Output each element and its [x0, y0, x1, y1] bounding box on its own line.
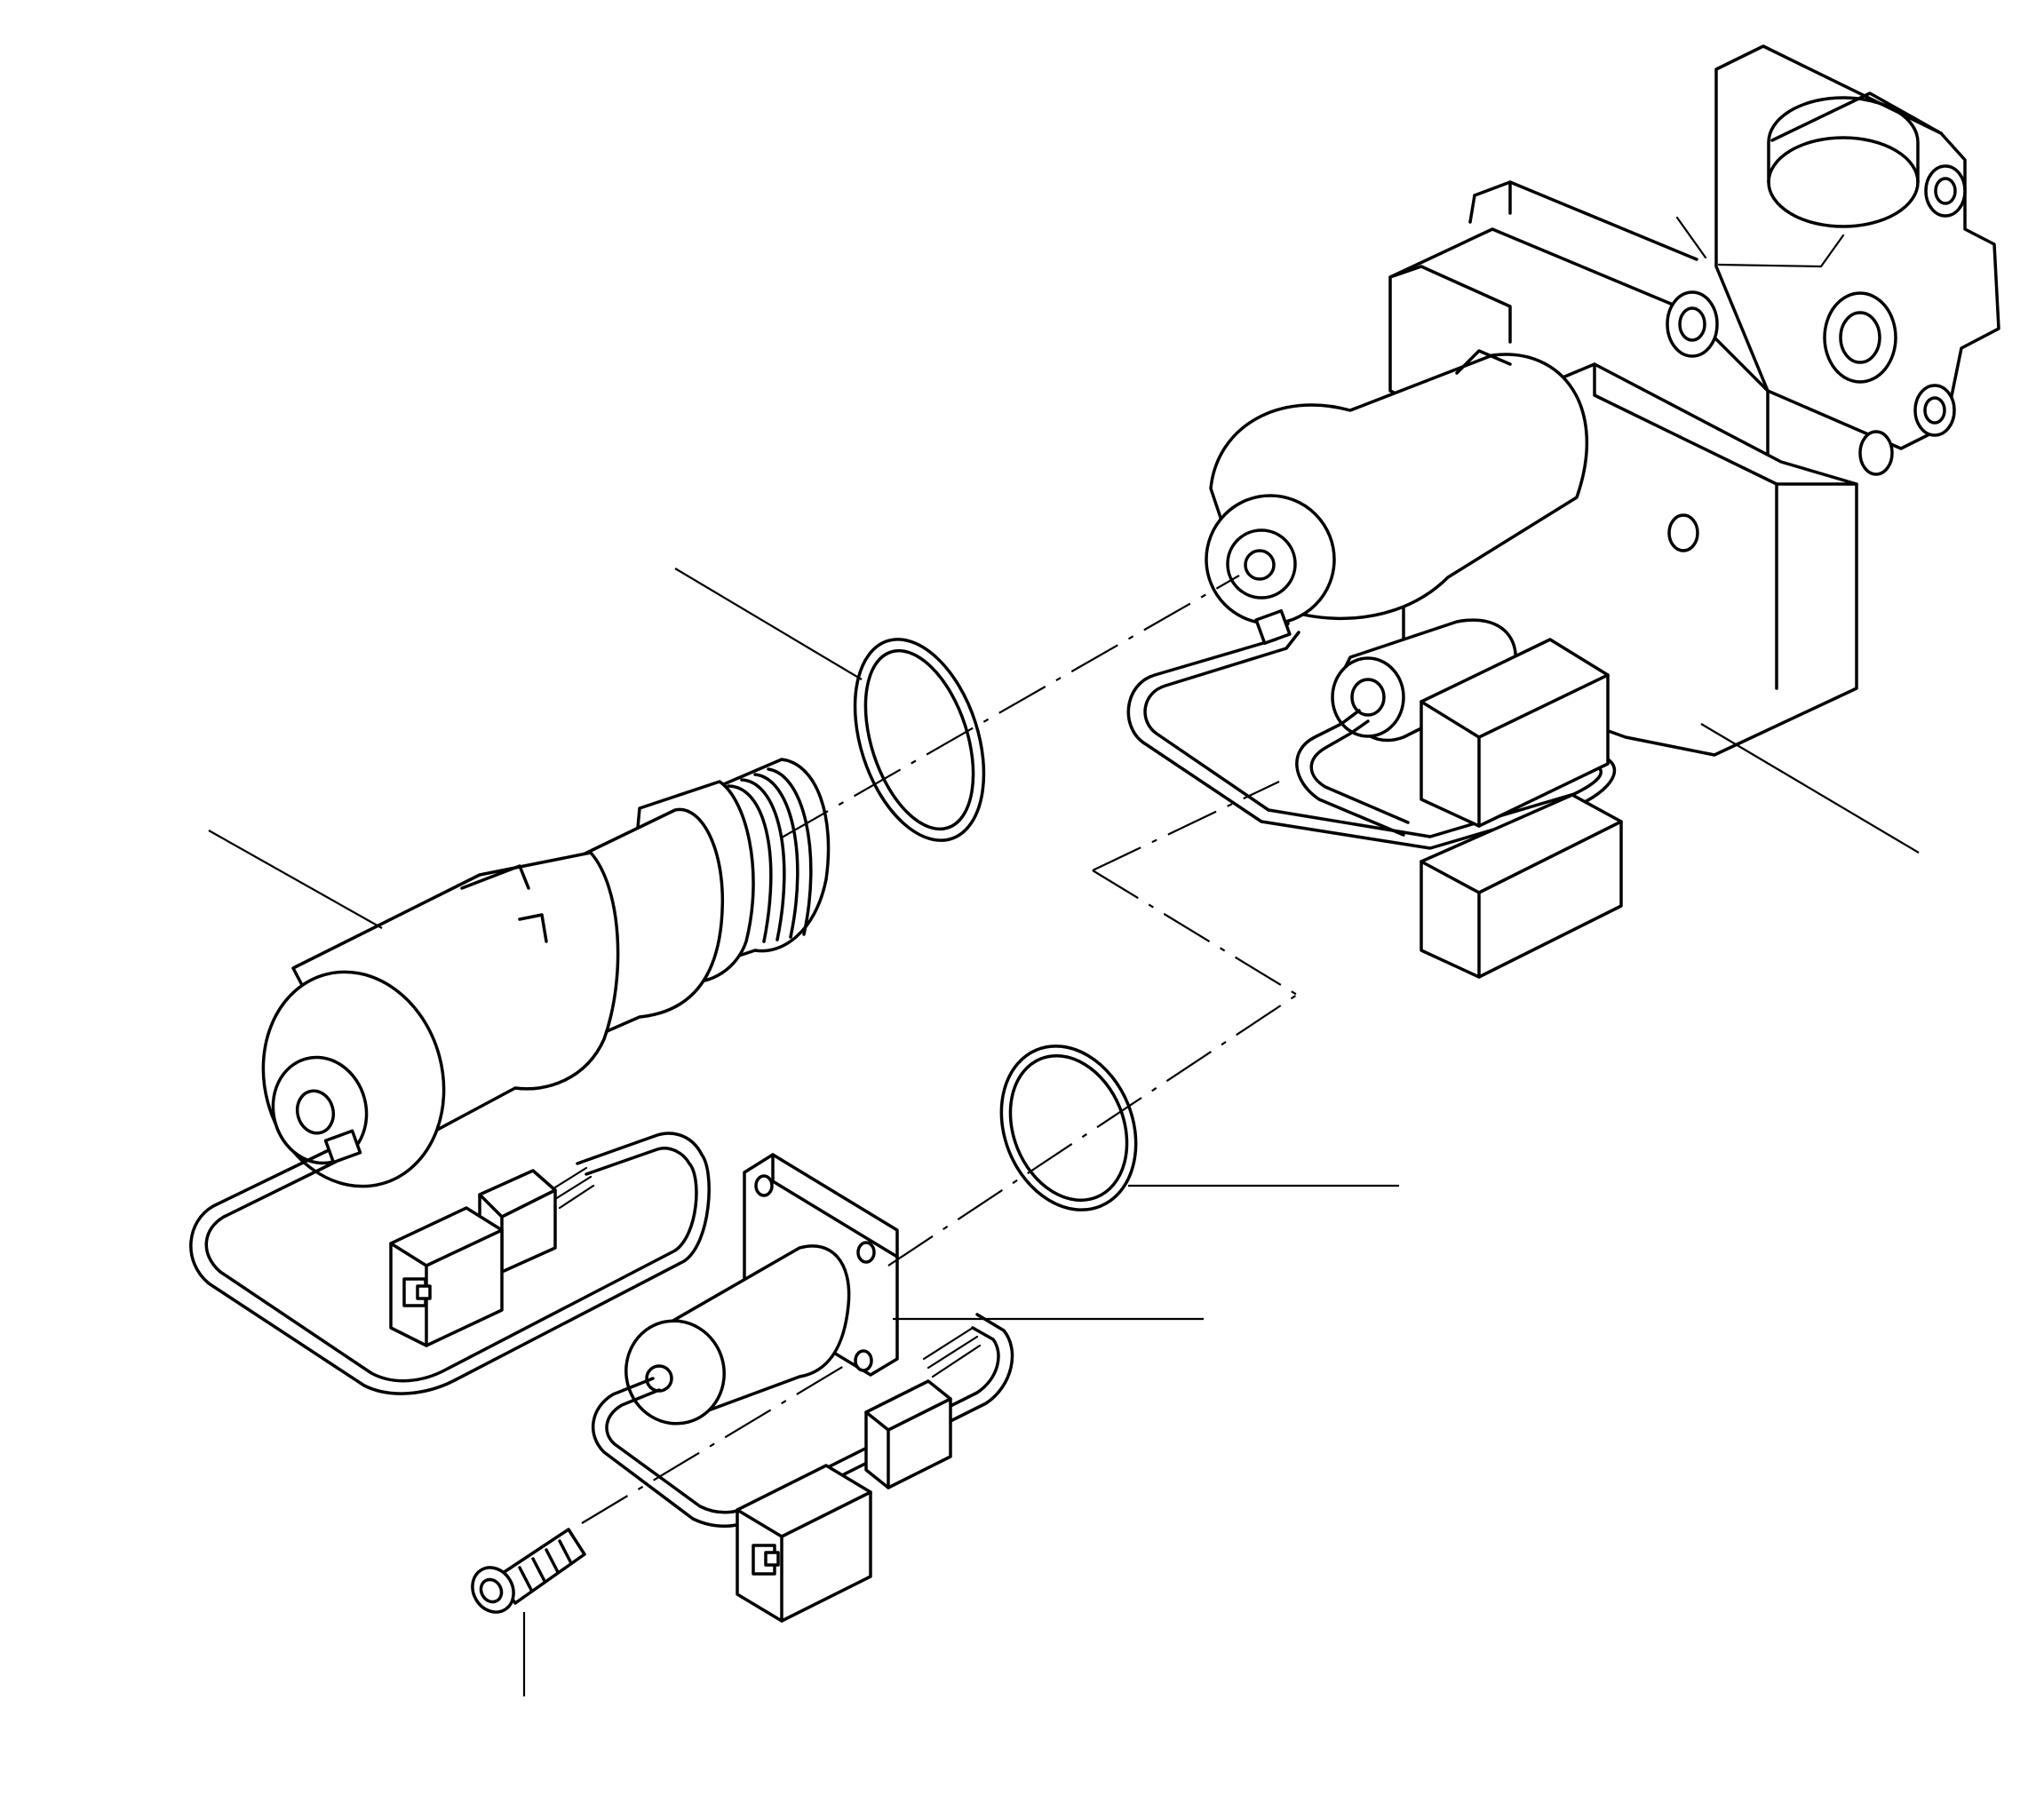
leader-solenoid-large [208, 830, 383, 929]
o-ring-upper [853, 638, 986, 842]
solenoid-small [591, 1153, 1014, 1623]
o-ring-lower [999, 1044, 1138, 1211]
bolt [471, 1528, 586, 1614]
center-lines [581, 575, 1298, 1524]
solenoid-large [189, 758, 831, 1395]
valve-assembly [1126, 44, 2000, 979]
leader-lines [208, 568, 1920, 1696]
leader-o-ring-upper [674, 568, 863, 680]
leader-valve-assembly [1700, 723, 1920, 854]
